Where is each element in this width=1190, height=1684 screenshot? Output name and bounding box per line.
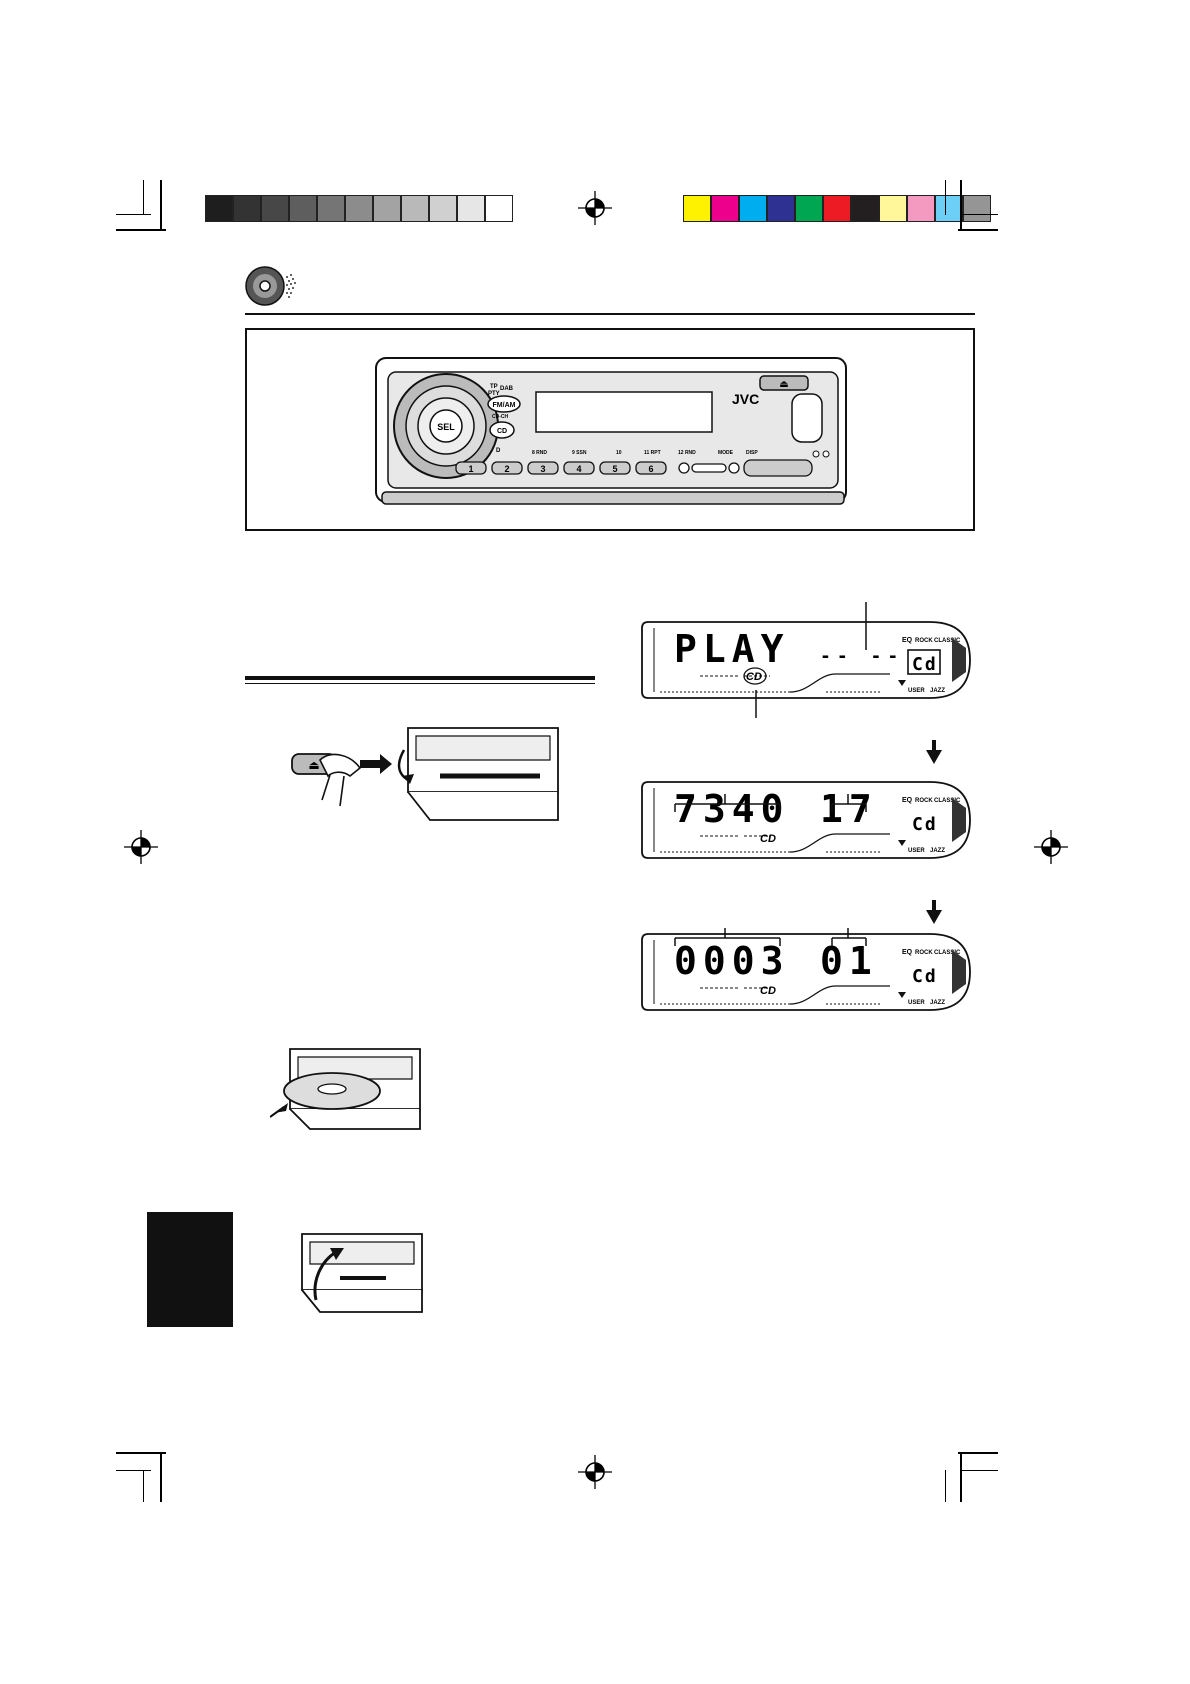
color-swatch (823, 195, 851, 222)
color-swatch (711, 195, 739, 222)
color-swatch (963, 195, 991, 222)
curved-arrow-up-icon (330, 1248, 344, 1260)
cdch-label: CD-CH (492, 414, 508, 420)
lcd-source-text: Cd (912, 966, 938, 987)
gray-swatch (233, 195, 261, 222)
registration-mark-right (1034, 830, 1068, 864)
sel-label: SEL (437, 422, 455, 432)
arrow-right-icon (360, 754, 392, 774)
eject-panel-open-illustration: ⏏ (291, 727, 559, 821)
gray-swatch (485, 195, 513, 222)
eq-label: EQ (902, 637, 913, 644)
section-tab (147, 1212, 233, 1327)
curved-arrow-icon (402, 774, 414, 784)
close-panel-illustration (301, 1233, 423, 1313)
rock-label: ROCK (915, 798, 933, 804)
lcd-display-2: 7340 17 CD EQ ROCK CLASSIC USER JAZZ Cd (640, 778, 972, 862)
cd-button-label: CD (497, 428, 507, 435)
lcd-main-text: 7340 (674, 787, 790, 831)
preset-caption-2: 9 SSN (572, 450, 587, 456)
preset-1-label: 1 (468, 464, 473, 474)
jvc-logo: JVC (732, 391, 759, 407)
gray-swatch (429, 195, 457, 222)
section-rule (245, 676, 595, 680)
preset-2-label: 2 (504, 464, 509, 474)
section-rule-thin (245, 683, 595, 684)
lcd-main-text: 0003 (674, 939, 790, 983)
lcd-right-text: 01 (820, 939, 878, 983)
rock-label: ROCK (915, 950, 933, 956)
mode-label: MODE (718, 450, 734, 456)
preset-5-label: 5 (612, 464, 617, 474)
gray-swatch (205, 195, 233, 222)
color-swatch (795, 195, 823, 222)
gray-swatch (457, 195, 485, 222)
classic-label: CLASSIC (934, 798, 961, 804)
classic-label: CLASSIC (934, 950, 961, 956)
lcd-display-1: PLAY -- -- CD EQ ROCK CLASSIC USER JAZZ … (640, 618, 972, 702)
eject-icon: ⏏ (779, 379, 788, 390)
color-swatch (851, 195, 879, 222)
preset-caption-4: 11 RPT (644, 450, 661, 456)
lcd-right-text: 17 (820, 787, 878, 831)
jazz-label: JAZZ (930, 1000, 945, 1006)
down-arrow-icon (926, 900, 942, 924)
down-arrow-icon (926, 740, 942, 764)
disp-label: DISP (746, 450, 758, 456)
jazz-label: JAZZ (930, 848, 945, 854)
gray-swatch (373, 195, 401, 222)
rock-label: ROCK (915, 638, 933, 644)
callout-lines (674, 602, 867, 946)
color-swatch (907, 195, 935, 222)
gray-swatch (345, 195, 373, 222)
color-swatch (935, 195, 963, 222)
user-label: USER (908, 848, 925, 854)
registration-mark-bottom (578, 1455, 612, 1489)
tp-label: TP (490, 384, 498, 390)
gray-swatch (289, 195, 317, 222)
car-stereo-faceplate: SEL TP PTY DAB FM/AM CD-CH CD D JVC ⏏ 8 … (375, 357, 847, 505)
cd-logo-icon: CD (746, 671, 762, 683)
classic-label: CLASSIC (934, 638, 961, 644)
jazz-label: JAZZ (930, 688, 945, 694)
preset-3-label: 3 (540, 464, 545, 474)
cd-logo-icon: CD (760, 833, 776, 845)
gray-swatch (317, 195, 345, 222)
preset-caption-5: 12 RND (678, 450, 696, 456)
preset-4-label: 4 (576, 464, 581, 474)
cd-logo-icon: CD (760, 985, 776, 997)
user-label: USER (908, 688, 925, 694)
user-label: USER (908, 1000, 925, 1006)
color-swatch (683, 195, 711, 222)
lcd-source-text: Cd (912, 654, 938, 675)
lcd-main-text: PLAY (674, 627, 790, 671)
color-swatch (767, 195, 795, 222)
header-rule (245, 313, 975, 315)
preset-caption-3: 10 (616, 450, 622, 456)
preset-6-label: 6 (648, 464, 653, 474)
color-swatch (739, 195, 767, 222)
faceplate-frame (245, 328, 975, 531)
registration-mark-top (578, 191, 612, 225)
cd-disc-icon (245, 266, 296, 306)
pty-label: PTY (488, 391, 500, 397)
preset-caption-1: 8 RND (532, 450, 547, 456)
d-label: D (496, 448, 501, 454)
lcd-right-text: -- -- (820, 646, 904, 667)
lcd-display-3: 0003 01 CD EQ ROCK CLASSIC USER JAZZ Cd (640, 930, 972, 1014)
gray-swatch (261, 195, 289, 222)
color-swatch (879, 195, 907, 222)
registration-mark-left (124, 830, 158, 864)
insert-disc-illustration (270, 1048, 421, 1130)
eject-icon: ⏏ (308, 758, 319, 772)
gray-swatch (401, 195, 429, 222)
fmam-label: FM/AM (493, 402, 516, 409)
preset-buttons (455, 461, 667, 475)
eq-label: EQ (902, 797, 913, 804)
dab-label: DAB (500, 386, 514, 392)
lcd-source-text: Cd (912, 814, 938, 835)
eq-label: EQ (902, 949, 913, 956)
